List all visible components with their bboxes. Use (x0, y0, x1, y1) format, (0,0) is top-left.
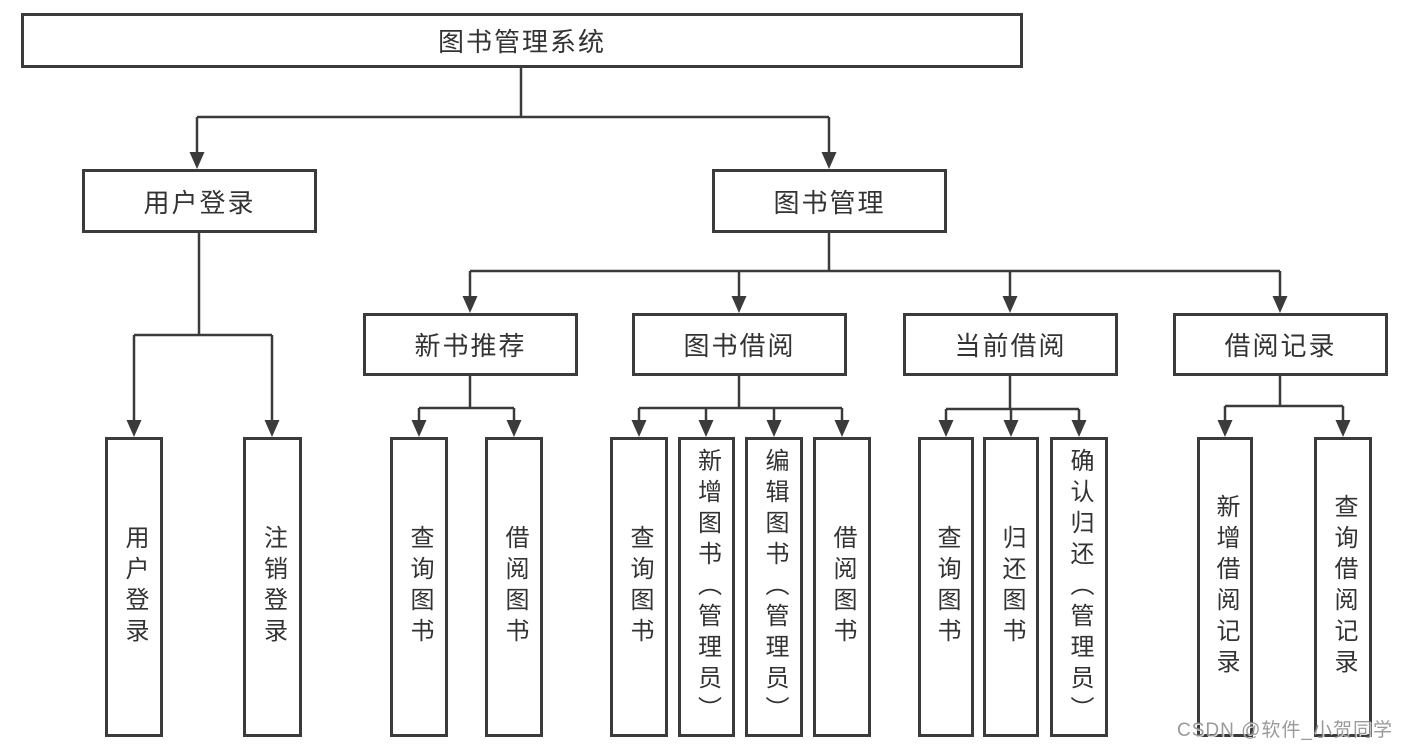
leaf-return-books-label: 归还图书 (998, 525, 1025, 649)
node-book-borrowing-label: 图书借阅 (683, 331, 796, 361)
leaf-edit-books-admin-label: 编辑图书（管理员） (761, 447, 788, 727)
watermark: CSDN @软件_小贺同学 (1177, 720, 1393, 741)
leaf-logout: 注销登录 (243, 437, 302, 737)
leaf-query-books-borrowing: 查询图书 (610, 437, 668, 737)
node-new-book-recommend-label: 新书推荐 (414, 331, 527, 361)
node-user-login-label: 用户登录 (143, 187, 256, 218)
leaf-borrow-books-recommend: 借阅图书 (485, 437, 543, 737)
node-book-borrowing: 图书借阅 (632, 313, 847, 376)
leaf-return-books: 归还图书 (983, 437, 1039, 737)
leaf-borrow-books-borrowing-label: 借阅图书 (829, 525, 856, 649)
leaf-query-books-current-label: 查询图书 (933, 525, 960, 649)
node-book-management-label: 图书管理 (773, 187, 886, 218)
leaf-borrow-books-borrowing: 借阅图书 (813, 437, 871, 737)
node-root: 图书管理系统 (21, 13, 1023, 68)
leaf-query-books-current: 查询图书 (918, 437, 974, 737)
node-user-login: 用户登录 (82, 169, 317, 233)
leaf-query-books-borrowing-label: 查询图书 (626, 525, 653, 649)
leaf-add-books-admin-label: 新增图书（管理员） (693, 447, 721, 727)
node-root-label: 图书管理系统 (437, 27, 606, 57)
leaf-query-borrow-record-label: 查询借阅记录 (1330, 494, 1357, 680)
leaf-user-login: 用户登录 (105, 437, 163, 737)
leaf-query-books-recommend: 查询图书 (390, 437, 448, 737)
node-book-management: 图书管理 (712, 169, 947, 233)
node-borrow-records: 借阅记录 (1173, 313, 1388, 376)
leaf-user-login-label: 用户登录 (121, 525, 148, 649)
leaf-confirm-return-admin-label: 确认归还（管理员） (1066, 447, 1093, 727)
leaf-add-borrow-record: 新增借阅记录 (1197, 437, 1253, 737)
node-new-book-recommend: 新书推荐 (363, 313, 578, 376)
node-current-borrowing-label: 当前借阅 (954, 331, 1067, 361)
leaf-add-books-admin: 新增图书（管理员） (678, 437, 735, 737)
leaf-borrow-books-recommend-label: 借阅图书 (501, 525, 528, 649)
leaf-confirm-return-admin: 确认归还（管理员） (1050, 437, 1108, 737)
leaf-add-borrow-record-label: 新增借阅记录 (1212, 494, 1239, 680)
node-borrow-records-label: 借阅记录 (1224, 331, 1337, 361)
node-current-borrowing: 当前借阅 (903, 313, 1118, 376)
leaf-logout-label: 注销登录 (259, 525, 287, 649)
leaf-query-borrow-record: 查询借阅记录 (1314, 437, 1372, 737)
leaf-query-books-recommend-label: 查询图书 (406, 525, 433, 649)
leaf-edit-books-admin: 编辑图书（管理员） (745, 437, 803, 737)
